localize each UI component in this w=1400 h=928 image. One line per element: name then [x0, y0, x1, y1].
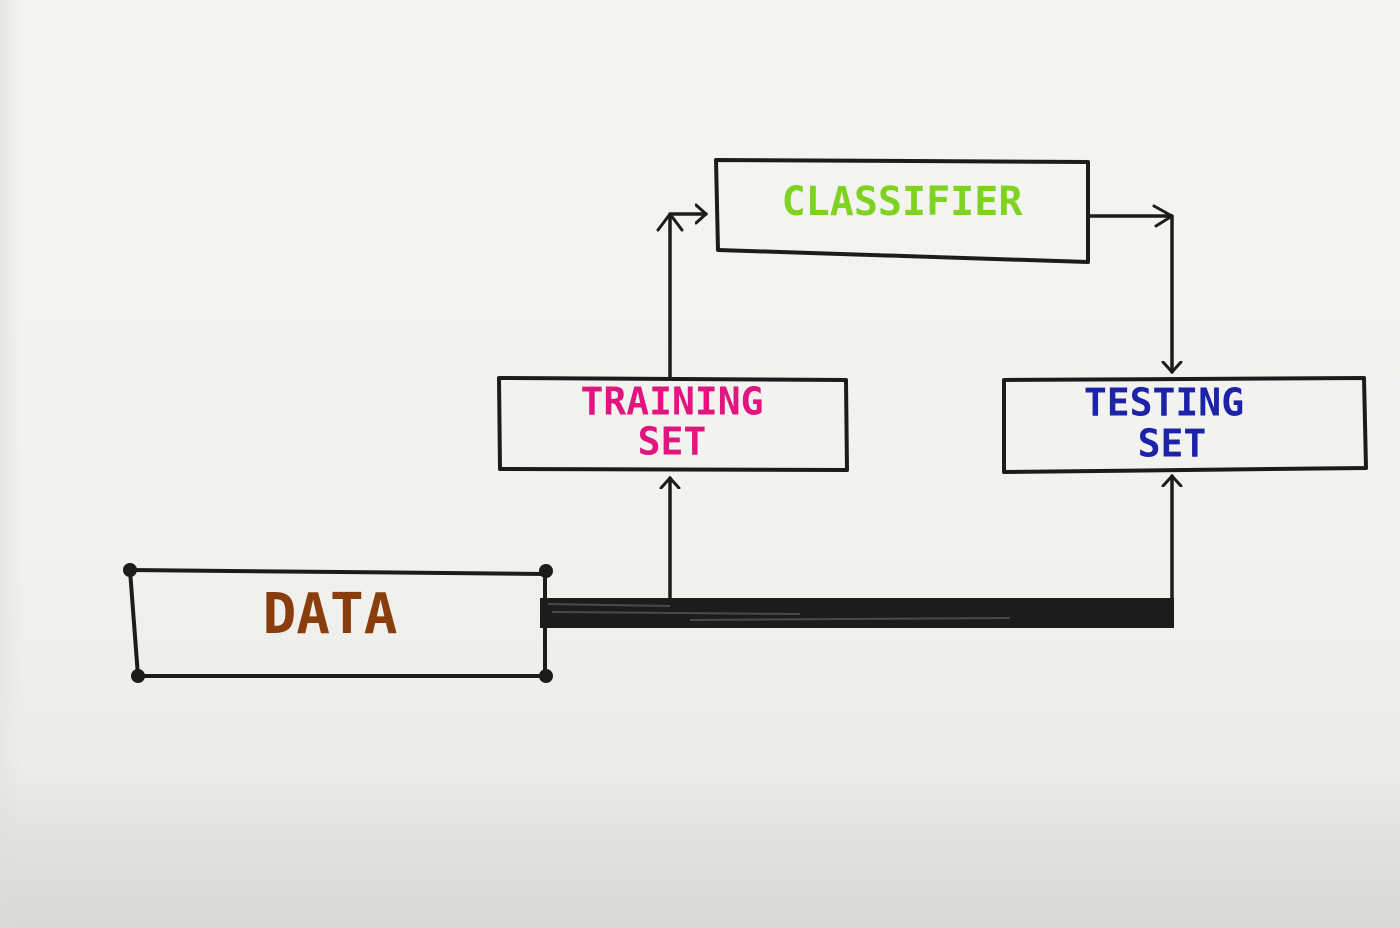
classifier-label: CLASSIFIER: [782, 179, 1024, 225]
classifier-node: CLASSIFIER: [714, 158, 1090, 264]
paper-shadow-bottom: [0, 768, 1400, 928]
pipeline-stroke: [689, 617, 1011, 621]
training-set-box: [497, 376, 849, 472]
testing-set-label-line2: SET: [1138, 422, 1207, 466]
arrow-tick: [656, 212, 684, 232]
pipeline-stroke: [551, 611, 801, 615]
arrow-training-to-classifier: [668, 214, 708, 380]
data-label: DATA: [263, 582, 398, 647]
classifier-box: [714, 158, 1090, 264]
pipeline-stroke: [547, 603, 671, 607]
testing-set-label-line1: TESTING: [1084, 381, 1244, 425]
data-pipeline: [540, 598, 1174, 628]
corner-dot: [539, 564, 553, 578]
training-set-label-line2: SET: [638, 420, 707, 464]
training-set-node: TRAINING SET: [497, 376, 849, 472]
testing-set-box: [1002, 376, 1368, 474]
paper-shadow: [0, 0, 22, 928]
corner-dot: [123, 563, 137, 577]
corner-dot: [539, 669, 553, 683]
data-node: DATA: [123, 563, 553, 683]
testing-set-node: TESTING SET: [1002, 376, 1368, 474]
arrow-tick: [1152, 204, 1174, 228]
training-set-label-line1: TRAINING: [580, 380, 763, 424]
arrow-classifier-to-testing: [1086, 214, 1172, 374]
corner-dot: [131, 669, 145, 683]
